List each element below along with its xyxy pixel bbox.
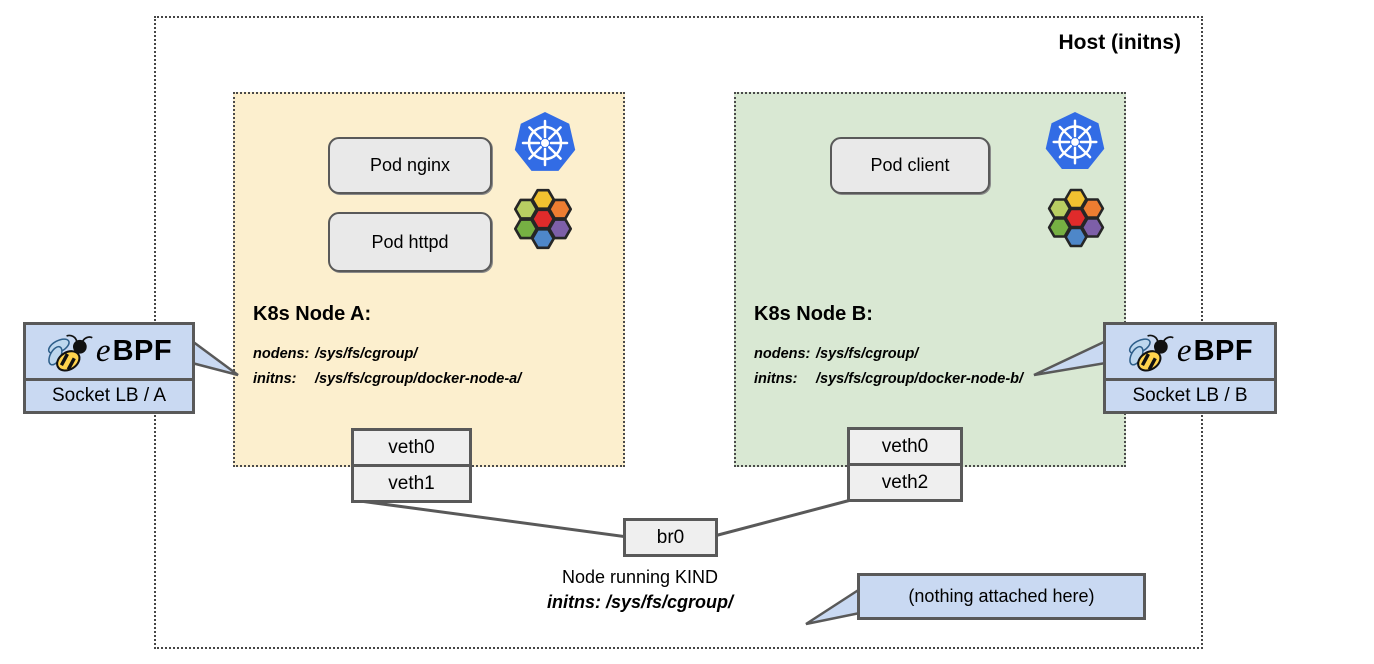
- ebpf-logo-e: e: [1176, 333, 1192, 369]
- ns-path: /sys/fs/cgroup/docker-node-a/: [315, 371, 522, 387]
- ns-label: initns:: [754, 371, 798, 387]
- pod-client: Pod client: [830, 137, 990, 194]
- veth2-box: veth2: [847, 463, 963, 502]
- node-b-nodens-line: nodens: /sys/fs/cgroup/: [754, 342, 1023, 367]
- socket-lb-a-label: Socket LB / A: [23, 378, 195, 414]
- veth1-box: veth1: [351, 464, 472, 503]
- ns-path: /sys/fs/cgroup/: [816, 346, 919, 362]
- node-b-ns-lines: nodens: /sys/fs/cgroup/ initns: /sys/fs/…: [754, 342, 1023, 392]
- honeycomb-icon: [1042, 186, 1110, 250]
- ns-path: /sys/fs/cgroup/docker-node-b/: [816, 371, 1024, 387]
- kubernetes-icon: [1043, 110, 1107, 174]
- kind-host-note: Node running KIND initns: /sys/fs/cgroup…: [480, 565, 800, 615]
- ns-label: nodens:: [754, 346, 811, 362]
- veth0-box: veth0: [351, 428, 472, 467]
- bee-icon: [1127, 334, 1175, 374]
- nothing-attached-callout: (nothing attached here): [857, 573, 1146, 620]
- veth0-box: veth0: [847, 427, 963, 466]
- node-b-initns-line: initns: /sys/fs/cgroup/docker-node-b/: [754, 367, 1023, 392]
- socket-lb-b-label: Socket LB / B: [1103, 378, 1277, 414]
- ebpf-logo-bpf: BPF: [112, 335, 173, 367]
- ns-label: nodens:: [253, 346, 310, 362]
- kind-note-line1: Node running KIND: [561, 567, 719, 587]
- node-a-initns-line: initns: /sys/fs/cgroup/docker-node-a/: [253, 367, 521, 392]
- node-b-title: K8s Node B:: [754, 303, 873, 325]
- kubernetes-icon: [512, 110, 578, 176]
- ns-label: initns:: [253, 371, 297, 387]
- node-a-title: K8s Node A:: [253, 303, 372, 325]
- node-a-ns-lines: nodens: /sys/fs/cgroup/ initns: /sys/fs/…: [253, 342, 521, 392]
- host-label: Host (initns): [1058, 31, 1181, 54]
- pod-nginx: Pod nginx: [328, 137, 492, 194]
- node-b-veth-stack: veth0 veth2: [847, 427, 963, 502]
- br0-bridge-box: br0: [623, 518, 718, 557]
- node-a-nodens-line: nodens: /sys/fs/cgroup/: [253, 342, 521, 367]
- pod-httpd: Pod httpd: [328, 212, 492, 272]
- bee-icon: [46, 334, 94, 374]
- node-a-veth-stack: veth0 veth1: [351, 428, 472, 503]
- ebpf-logo-bpf: BPF: [1193, 335, 1254, 367]
- ns-path: /sys/fs/cgroup/: [315, 346, 418, 362]
- honeycomb-icon: [508, 186, 578, 252]
- kind-note-line2: initns: /sys/fs/cgroup/: [546, 592, 734, 612]
- ebpf-logo-e: e: [95, 333, 111, 369]
